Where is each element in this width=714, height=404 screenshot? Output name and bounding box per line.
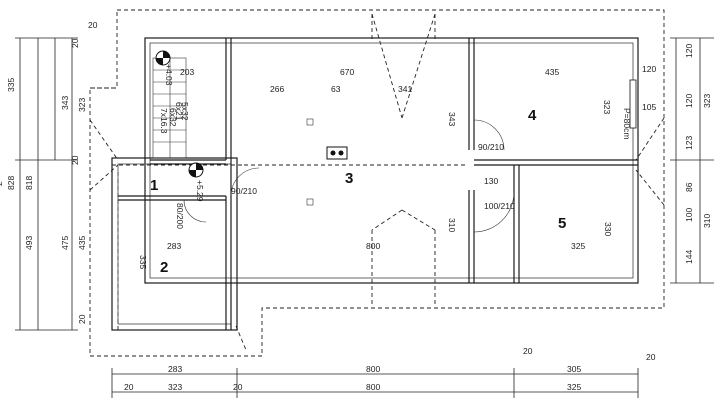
room-1-label: 1 xyxy=(150,177,158,194)
dim-label: 475 xyxy=(60,236,70,250)
dim-label: 818 xyxy=(24,176,34,190)
dim-label: 120 xyxy=(684,44,694,58)
dim-label: 325 xyxy=(567,382,581,392)
dim-label: +4.03 xyxy=(164,64,174,86)
dim-label: 341 xyxy=(398,84,412,94)
dim-label: 100/210 xyxy=(484,201,515,211)
dim-label: 86 xyxy=(684,182,694,192)
dim-label: 130 xyxy=(484,176,498,186)
dim-label: 20 xyxy=(77,314,87,324)
dim-label: 63 xyxy=(331,84,341,94)
dim-label: 123 xyxy=(684,136,694,150)
stove-icon xyxy=(326,146,348,160)
dim-label: 20 xyxy=(124,382,134,392)
dim-label: 283 xyxy=(168,364,182,374)
dim-label: 20 xyxy=(523,346,533,356)
room-3-label: 3 xyxy=(345,170,353,187)
dim-label: 7x16.3 xyxy=(159,108,169,134)
dim-label: P=80cm xyxy=(622,108,632,139)
dim-label: 323 xyxy=(602,100,612,114)
room-5-label: 5 xyxy=(558,215,566,232)
dim-label: 493 xyxy=(24,236,34,250)
dim-label: 20 xyxy=(646,352,656,362)
dim-label: 20 xyxy=(233,382,243,392)
dim-label: 20 xyxy=(88,20,98,30)
roof-outline xyxy=(89,9,665,357)
dim-label: 20 xyxy=(70,155,80,165)
dim-label: 2 xyxy=(0,181,4,186)
dim-label: 305 xyxy=(567,364,581,374)
dim-label: 325 xyxy=(571,241,585,251)
dim-label: 670 xyxy=(340,67,354,77)
room-2-label: 2 xyxy=(160,259,168,276)
room-4-label: 4 xyxy=(528,107,537,124)
dim-label: 80/200 xyxy=(175,203,185,229)
dim-label: 120 xyxy=(642,64,656,74)
dim-label: 828 xyxy=(6,176,16,190)
dim-label: 105 xyxy=(642,102,656,112)
dim-label: 283 xyxy=(167,241,181,251)
dim-label: 6x32 xyxy=(168,108,178,127)
dim-label: 323 xyxy=(77,98,87,112)
dim-label: 800 xyxy=(366,364,380,374)
dim-label: 20 xyxy=(70,38,80,48)
dim-label: 800 xyxy=(366,241,380,251)
dim-label: 335 xyxy=(6,78,16,92)
dim-label: 90/210 xyxy=(231,186,257,196)
dim-label: 310 xyxy=(447,218,457,232)
dim-label: 90/210 xyxy=(478,142,504,152)
dim-label: 330 xyxy=(603,222,613,236)
dim-label: 144 xyxy=(684,250,694,264)
dim-label: 203 xyxy=(180,67,194,77)
dim-label: 800 xyxy=(366,382,380,392)
dim-label: 435 xyxy=(545,67,559,77)
dim-label: +5.29 xyxy=(195,180,205,202)
dim-label: 5x32 xyxy=(180,102,190,121)
dim-label: 6x21 xyxy=(174,102,184,121)
dim-label: 310 xyxy=(702,214,712,228)
dim-label: 343 xyxy=(60,96,70,110)
dim-label: 323 xyxy=(702,94,712,108)
dim-label: 120 xyxy=(684,94,694,108)
dim-label: 323 xyxy=(168,382,182,392)
dim-label: 266 xyxy=(270,84,284,94)
dim-label: 435 xyxy=(77,236,87,250)
dim-label: 335 xyxy=(138,255,148,269)
dim-label: 343 xyxy=(447,112,457,126)
dim-label: 100 xyxy=(684,208,694,222)
